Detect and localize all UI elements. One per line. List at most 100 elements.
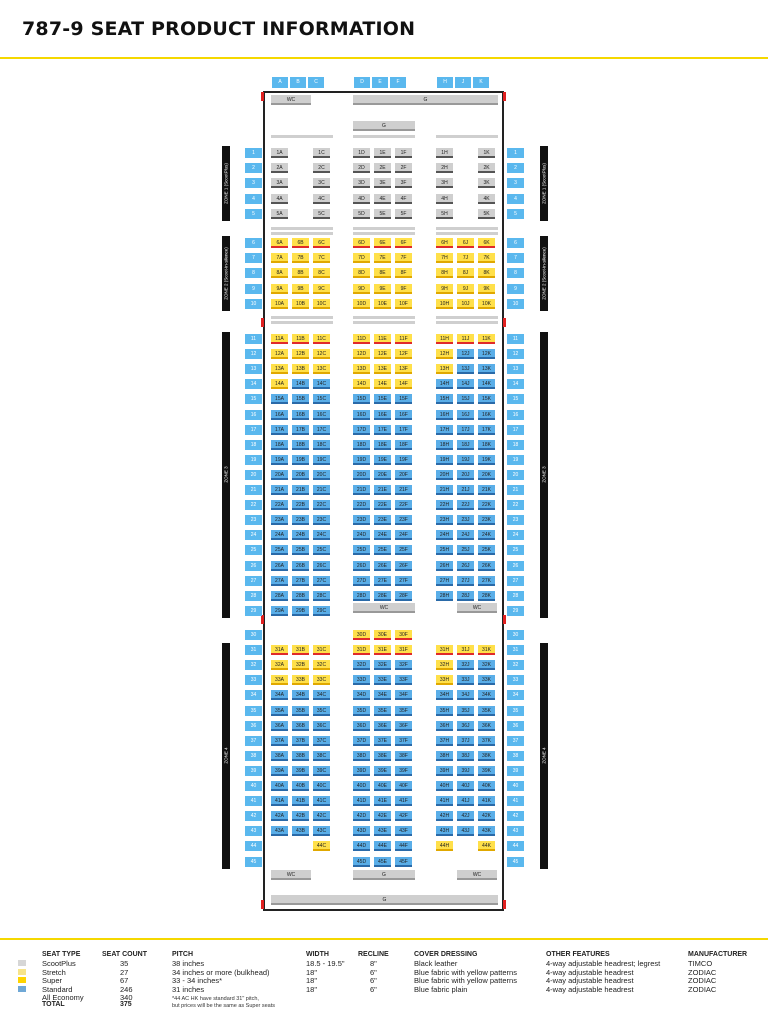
column-label-a: A [272, 77, 288, 88]
seat: 36F [395, 721, 412, 731]
seat: 23J [457, 515, 474, 525]
seat: 27J [457, 576, 474, 586]
seat: 20A [271, 470, 288, 480]
zone-label-left: ZONE 1 (ScootPlus) [223, 162, 229, 204]
seat: 36E [374, 721, 391, 731]
cabin-divider-left-3 [271, 316, 333, 319]
seat: 3C [313, 178, 330, 188]
seat: 35K [478, 706, 495, 716]
seat: 2C [313, 163, 330, 173]
seat: 8J [457, 268, 474, 278]
seat: 31E [374, 645, 391, 655]
seat: 26E [374, 561, 391, 571]
seat: 39B [292, 766, 309, 776]
legend-header-seat-type: SEAT TYPE [42, 951, 81, 958]
zone-bar-left [222, 643, 230, 869]
row-label-right: 31 [507, 645, 524, 655]
cabin-divider-right-3 [436, 316, 498, 319]
seat: 13F [395, 364, 412, 374]
seat: 2F [395, 163, 412, 173]
zone-label-left: ZONE 3 [223, 466, 229, 483]
row-label-right: 40 [507, 781, 524, 791]
seat: 37C [313, 736, 330, 746]
seat: 33D [353, 675, 370, 685]
seat: 19B [292, 455, 309, 465]
legend-cell-recline: 8" [370, 959, 377, 968]
seat: 25H [436, 545, 453, 555]
seat: 5E [374, 209, 391, 219]
seat: 14K [478, 379, 495, 389]
seat: 36C [313, 721, 330, 731]
seat: 44D [353, 841, 370, 851]
seat: 40A [271, 781, 288, 791]
row-label-left: 15 [245, 394, 262, 404]
seat: 7F [395, 253, 412, 263]
row-label-right: 18 [507, 440, 524, 450]
seat: 7K [478, 253, 495, 263]
seat: 17D [353, 425, 370, 435]
legend-total-count: 375 [120, 1001, 132, 1008]
row-label-left: 44 [245, 841, 262, 851]
column-label-h: H [437, 77, 453, 88]
seat: 37D [353, 736, 370, 746]
row-label-left: 12 [245, 349, 262, 359]
seat: 42F [395, 811, 412, 821]
seat: 22C [313, 500, 330, 510]
lavatory-mid-middle: WC [353, 603, 415, 613]
row-label-left: 11 [245, 334, 262, 344]
seat: 13K [478, 364, 495, 374]
seat: 31B [292, 645, 309, 655]
seat: 5F [395, 209, 412, 219]
legend-cell-pitch: 33 - 34 inches* [172, 976, 223, 985]
legend-cell-type: Standard [42, 984, 73, 994]
legend-cell-recline: 6" [370, 984, 377, 994]
seat: 11K [478, 334, 495, 344]
seat: 12K [478, 349, 495, 359]
row-label-left: 31 [245, 645, 262, 655]
row-label-left: 26 [245, 561, 262, 571]
seat: 32C [313, 660, 330, 670]
seat: 38B [292, 751, 309, 761]
seat: 26H [436, 561, 453, 571]
seat: 24K [478, 530, 495, 540]
seat: 28H [436, 591, 453, 601]
fuselage-outline [263, 91, 504, 911]
seat: 14C [313, 379, 330, 389]
row-label-right: 8 [507, 268, 524, 278]
row-label-right: 6 [507, 238, 524, 248]
seat: 19K [478, 455, 495, 465]
seat: 42H [436, 811, 453, 821]
seat: 30E [374, 630, 391, 640]
exit-marker-right-3 [503, 900, 506, 909]
seat: 21E [374, 485, 391, 495]
row-label-left: 19 [245, 455, 262, 465]
zone-label-right: ZONE 1 (ScootPlus) [541, 162, 547, 204]
row-label-right: 34 [507, 690, 524, 700]
seat: 44C [313, 841, 330, 851]
seat: 10K [478, 299, 495, 309]
seat: 22B [292, 500, 309, 510]
seat: 13A [271, 364, 288, 374]
seat: 23H [436, 515, 453, 525]
seat: 43K [478, 826, 495, 836]
seat: 29A [271, 606, 288, 616]
seat: 7J [457, 253, 474, 263]
seat: 44F [395, 841, 412, 851]
seat: 22E [374, 500, 391, 510]
seat: 39J [457, 766, 474, 776]
row-label-right: 45 [507, 857, 524, 867]
seat: 11D [353, 334, 370, 344]
seat: 5A [271, 209, 288, 219]
row-label-right: 39 [507, 766, 524, 776]
row-label-right: 12 [507, 349, 524, 359]
legend-cell-features: 4-way adjustable headrest; legrest [546, 959, 661, 968]
seat: 16J [457, 410, 474, 420]
seat: 14E [374, 379, 391, 389]
row-label-left: 27 [245, 576, 262, 586]
zone-bar-left [222, 146, 230, 221]
lavatory-rear-left: WC [271, 870, 311, 880]
cabin-divider-right-1 [436, 227, 498, 230]
seat: 17E [374, 425, 391, 435]
seat: 43J [457, 826, 474, 836]
cabin-divider-left-2 [271, 232, 333, 235]
